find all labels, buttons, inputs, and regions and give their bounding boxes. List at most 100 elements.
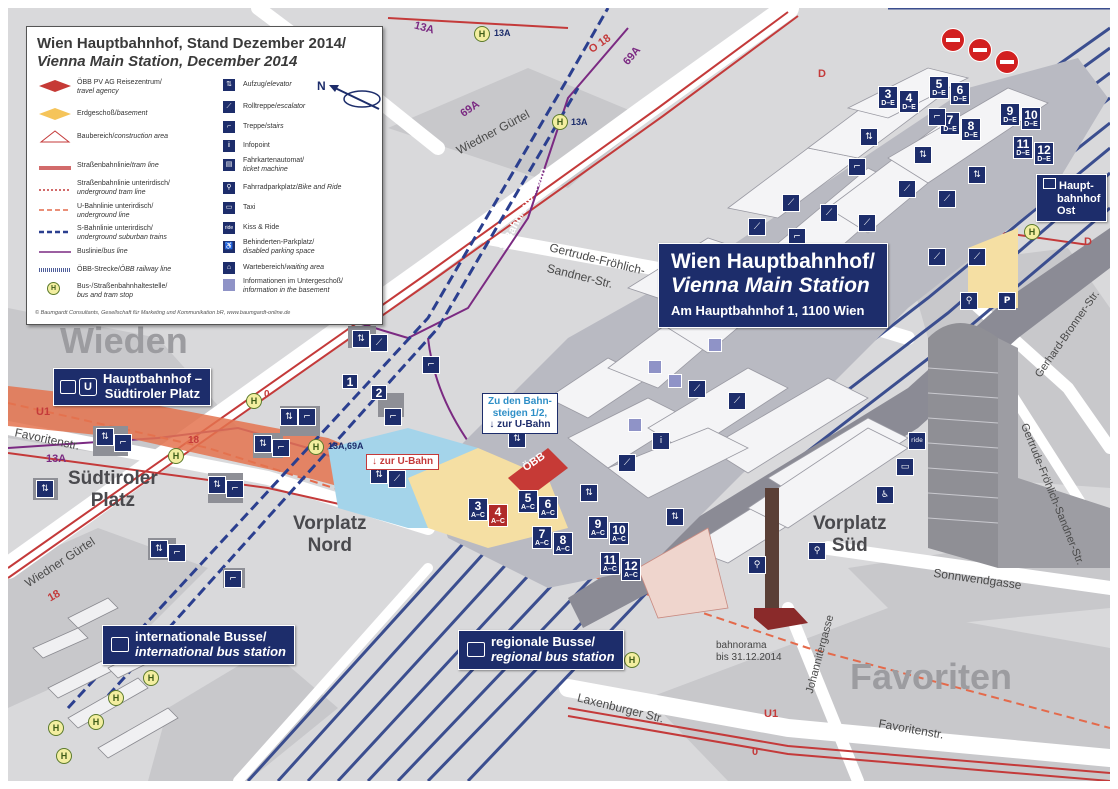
stairs-icon[interactable]: ⌐	[224, 570, 242, 588]
escalator-icon[interactable]: ⟋	[388, 470, 406, 488]
escalator-icon[interactable]: ⟋	[968, 248, 986, 266]
platform-number: 10	[1024, 108, 1038, 122]
stop-icon[interactable]: H	[88, 714, 104, 730]
entrance-1[interactable]: 1	[342, 374, 358, 389]
escalator-icon[interactable]: ⟋	[688, 380, 706, 398]
elevator-icon[interactable]: ⇅	[860, 128, 878, 146]
escalator-icon[interactable]: ⟋	[928, 248, 946, 266]
stop-icon[interactable]: H	[108, 690, 124, 706]
stop-icon[interactable]: H	[246, 393, 262, 409]
escalator-icon[interactable]: ⟋	[898, 180, 916, 198]
escalator-icon[interactable]: ⟋	[782, 194, 800, 212]
stairs-icon[interactable]: ⌐	[928, 108, 946, 126]
callout-zur-ubahn[interactable]: ↓ zur U-Bahn	[366, 454, 440, 470]
platform-section: A–C	[490, 518, 505, 525]
stop-icon[interactable]: H	[48, 720, 64, 736]
main-title-en: Vienna Main Station	[671, 274, 870, 298]
elevator-icon[interactable]: ⇅	[150, 540, 168, 558]
stop-icon[interactable]: H	[143, 670, 159, 686]
station-hbf-suedtiroler[interactable]: U Hauptbahnhof – Südtiroler Platz	[53, 368, 211, 406]
elevator-icon[interactable]: ⇅	[254, 435, 272, 453]
stairs-icon[interactable]: ⌐	[226, 480, 244, 498]
escalator-icon[interactable]: ⟋	[748, 218, 766, 236]
stop-icon[interactable]: H	[308, 439, 324, 455]
entrance-2[interactable]: 2	[371, 385, 387, 400]
elevator-icon[interactable]: ⇅	[914, 146, 932, 164]
stairs-icon[interactable]: ⌐	[272, 439, 290, 457]
underground-line-icon	[39, 209, 71, 211]
legend-left-item: Erdgeschoß/basement	[77, 110, 147, 119]
elevator-icon[interactable]: ⇅	[968, 166, 986, 184]
parking-icon[interactable]: P	[998, 292, 1016, 310]
stairs-icon[interactable]: ⌐	[298, 408, 316, 426]
escalator-icon[interactable]: ⟋	[728, 392, 746, 410]
elevator-icon[interactable]: ⇅	[208, 476, 226, 494]
station-intl-bus[interactable]: internationale Busse/ international bus …	[102, 625, 295, 665]
escalator-icon[interactable]: ⟋	[938, 190, 956, 208]
platform-number: 7	[946, 113, 954, 127]
elevator-icon[interactable]: ⇅	[352, 330, 370, 348]
stop-icon[interactable]: H	[552, 114, 568, 130]
stairs-icon[interactable]: ⌐	[384, 408, 402, 426]
stop-icon[interactable]: H	[56, 748, 72, 764]
station-regional-bus[interactable]: regionale Busse/ regional bus station	[458, 630, 624, 670]
legend-en: ÖBB railway line	[119, 266, 172, 273]
stairs-icon[interactable]: ⌐	[848, 158, 866, 176]
stairs-icon[interactable]: ⌐	[422, 356, 440, 374]
taxi-icon[interactable]: ▭	[896, 458, 914, 476]
callout-bahnsteige-l1: Zu den Bahn-	[488, 396, 552, 407]
stop-icon[interactable]: H	[1024, 224, 1040, 240]
stairs-icon[interactable]: ⌐	[114, 434, 132, 452]
escalator-icon[interactable]: ⟋	[618, 454, 636, 472]
escalator-icon[interactable]: ⟋	[370, 334, 388, 352]
elevator-icon[interactable]: ⇅	[580, 484, 598, 502]
legend-de: Taxi	[243, 204, 256, 211]
bike-parking-icon[interactable]: ⚲	[960, 292, 978, 310]
infopoint-icon[interactable]: i	[652, 432, 670, 450]
stop-icon[interactable]: H	[624, 652, 640, 668]
elevator-icon[interactable]: ⇅	[36, 480, 54, 498]
bike-parking-icon[interactable]: ⚲	[748, 556, 766, 574]
elevator-icon[interactable]: ⇅	[666, 508, 684, 526]
escalator-icon[interactable]: ⟋	[820, 204, 838, 222]
basement-icon	[39, 108, 71, 120]
legend-de: Infopoint	[243, 142, 270, 149]
stop-icon[interactable]: H	[168, 448, 184, 464]
elevator-icon[interactable]: ⇅	[96, 428, 114, 446]
escalator-icon[interactable]: ⟋	[858, 214, 876, 232]
platform-number: 6	[956, 83, 964, 97]
kiss-ride-icon[interactable]: ride	[908, 432, 926, 450]
bike-parking-icon[interactable]: ⚲	[808, 542, 826, 560]
station-hbf-ost[interactable]: Haupt- bahnhof Ost	[1036, 174, 1108, 222]
disabled-parking-icon[interactable]: ♿	[876, 486, 894, 504]
elevator-icon[interactable]: ⇅	[280, 408, 298, 426]
legend-de: Treppe/	[243, 123, 267, 130]
callout-bahnsteige[interactable]: Zu den Bahn- steigen 1/2, ↓ zur U-Bahn	[482, 393, 558, 434]
underground-tram-line-icon	[39, 189, 71, 191]
legend-de: Baubereich/	[77, 133, 115, 140]
stop-icon[interactable]: H	[474, 26, 490, 42]
legend-en: escalator	[276, 103, 306, 110]
stairs-icon[interactable]: ⌐	[168, 544, 186, 562]
station-ost-line3: Ost	[1057, 205, 1076, 218]
legend-left-item: Baubereich/construction area	[77, 133, 168, 142]
